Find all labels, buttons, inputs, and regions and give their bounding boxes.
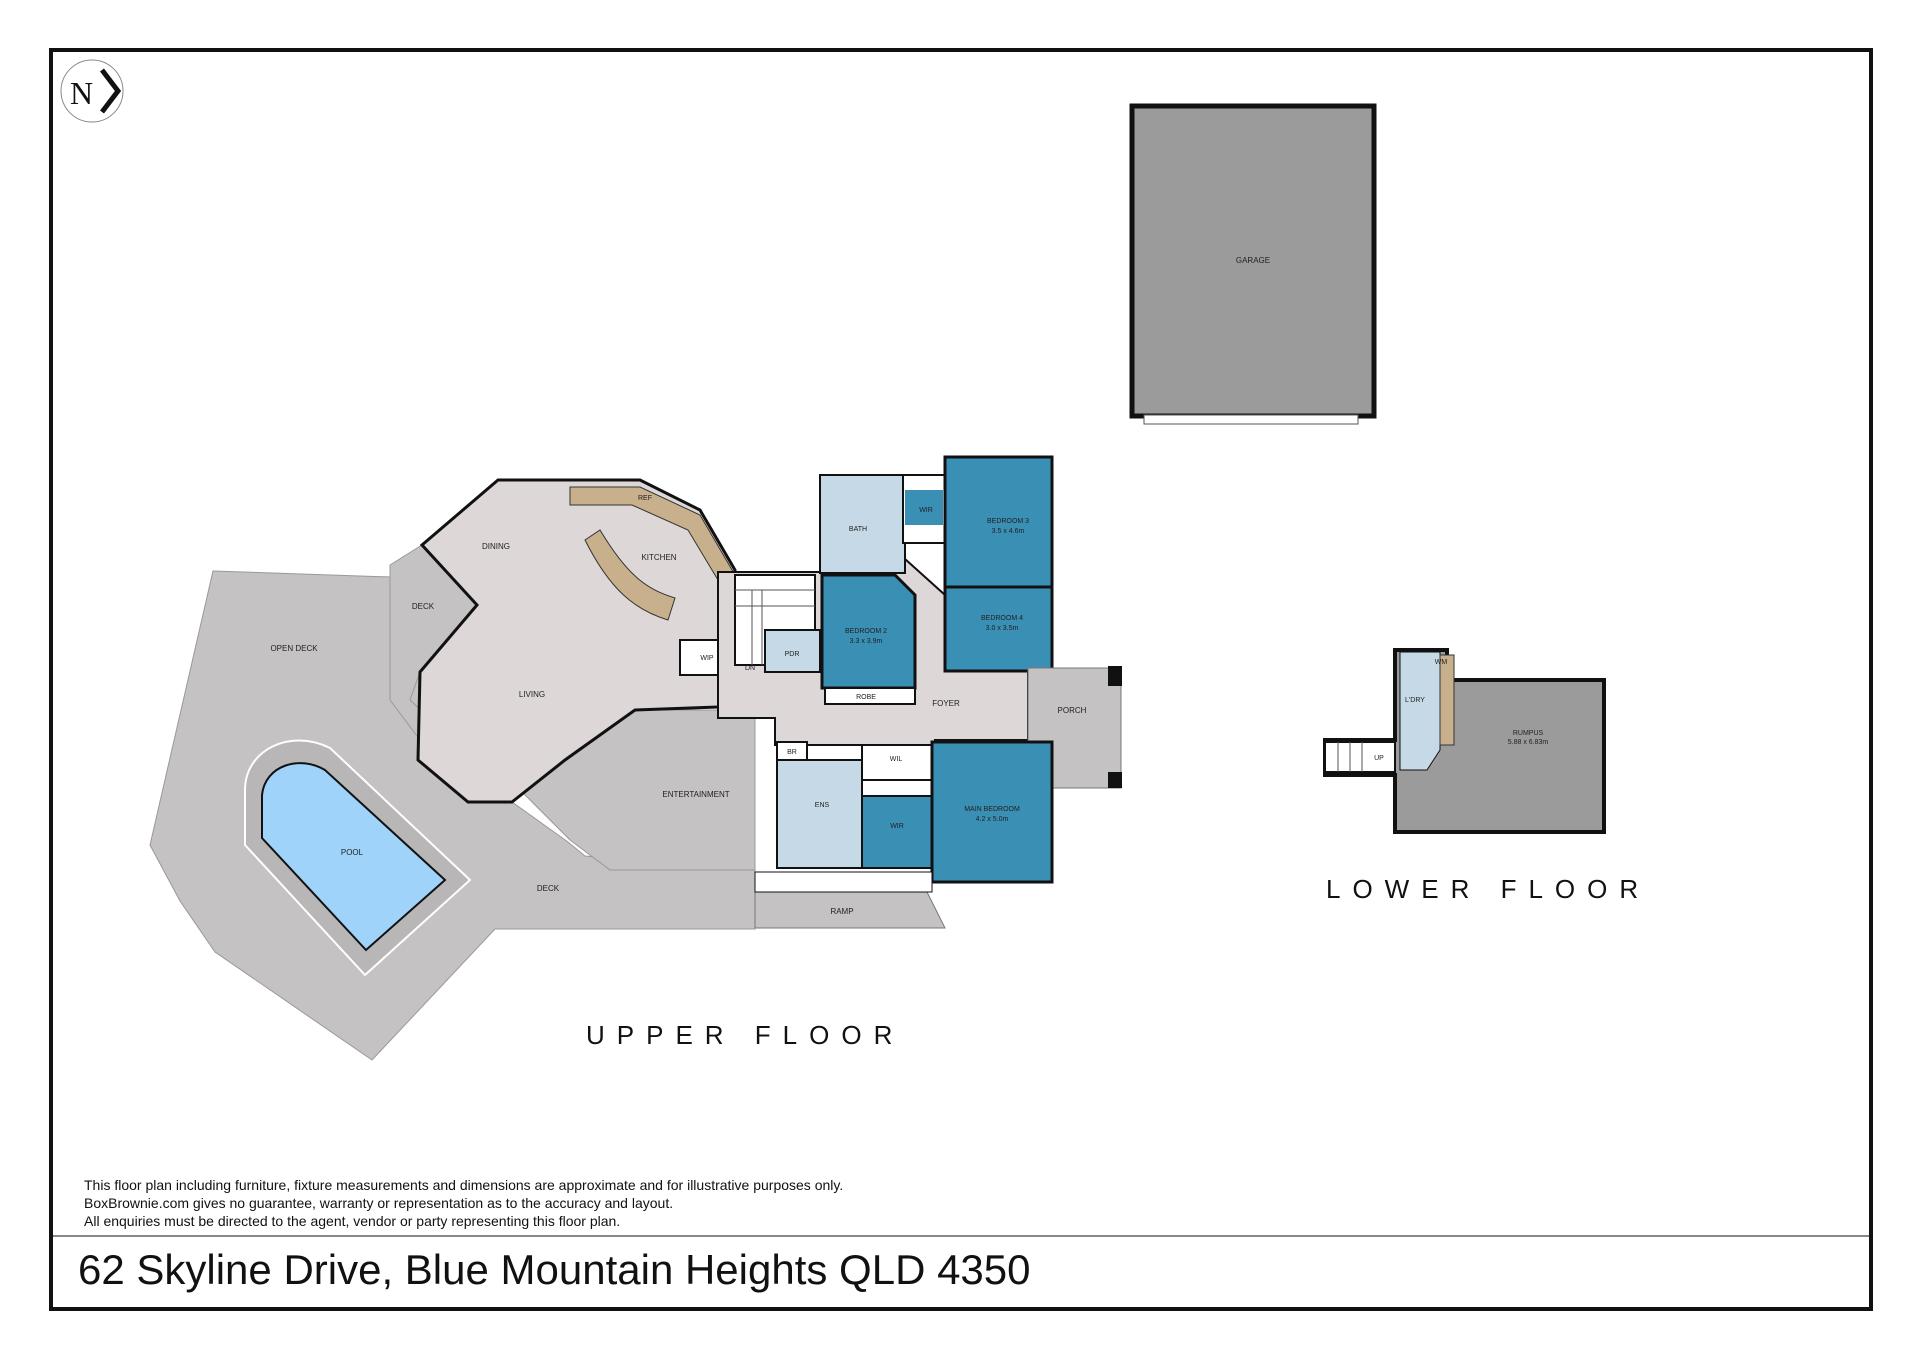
garage-label: GARAGE (1236, 256, 1270, 265)
up-label: UP (1374, 755, 1384, 762)
robe-room (824, 687, 916, 705)
main-bedroom-name: MAIN BEDROOM (964, 806, 1020, 813)
entertainment-label: ENTERTAINMENT (662, 790, 729, 799)
disclaimer-line-2: BoxBrownie.com gives no guarantee, warra… (84, 1195, 674, 1211)
bath-label: BATH (849, 526, 867, 533)
br-label: BR (787, 749, 797, 756)
main-bedroom-size: 4.2 x 5.0m (976, 816, 1009, 823)
ref-label: REF (638, 495, 652, 502)
bedroom-2-name: BEDROOM 2 (845, 628, 887, 635)
dining-label: DINING (482, 542, 510, 551)
bedroom-2 (820, 573, 917, 690)
north-arrow-icon: N (60, 59, 124, 123)
rumpus-size: 5.88 x 6.83m (1508, 739, 1549, 746)
bedroom-4-size: 3.0 x 3.5m (986, 625, 1019, 632)
garage: GARAGE (1129, 103, 1377, 425)
porch-label: PORCH (1058, 706, 1087, 715)
kitchen-label: KITCHEN (641, 553, 676, 562)
living-label: LIVING (519, 690, 545, 699)
disclaimer-line-1: This floor plan including furniture, fix… (84, 1177, 844, 1193)
pdr-room (764, 629, 821, 673)
pdr-label: PDR (785, 651, 800, 658)
bedroom-4 (943, 585, 1054, 673)
kitchen-bench (584, 529, 676, 621)
disclaimer: This floor plan including furniture, fix… (84, 1176, 843, 1230)
ldry-label: L'DRY (1405, 697, 1425, 704)
disclaimer-line-3: All enquiries must be directed to the ag… (84, 1213, 621, 1229)
dn-label: DN (745, 665, 755, 672)
pool: POOL (244, 739, 472, 977)
pool-label: POOL (341, 848, 364, 857)
upper-floor-label: UPPER FLOOR (586, 1020, 904, 1050)
lower-floor-label: LOWER FLOOR (1326, 874, 1650, 904)
lower-floor: L'DRY WM UP RUMPUS 5.88 x 6.83m (1323, 648, 1606, 834)
wir-main-room (861, 795, 933, 869)
main-bedroom (930, 740, 1054, 884)
foyer-label: FOYER (932, 699, 960, 708)
wil-label: WIL (890, 756, 903, 763)
open-deck-label: OPEN DECK (270, 644, 318, 653)
wip-room (679, 639, 723, 676)
ens-label: ENS (815, 802, 830, 809)
bedroom-2-size: 3.3 x 3.9m (850, 638, 883, 645)
wir-main-label: WIR (890, 823, 904, 830)
bedroom-3 (943, 455, 1054, 589)
rumpus-name: RUMPUS (1513, 730, 1544, 737)
deck-small-label: DECK (412, 602, 435, 611)
bedroom-3-name: BEDROOM 3 (987, 518, 1029, 525)
wip-label: WIP (700, 655, 714, 662)
bath-room (819, 474, 906, 574)
bedroom-3-size: 3.5 x 4.6m (992, 528, 1025, 535)
property-address: 62 Skyline Drive, Blue Mountain Heights … (78, 1246, 1031, 1293)
deck-label: DECK (537, 884, 560, 893)
bedroom-4-name: BEDROOM 4 (981, 615, 1023, 622)
ens-room (776, 759, 863, 869)
compass-letter: N (70, 75, 93, 111)
ramp-label: RAMP (830, 907, 853, 916)
robe-label: ROBE (856, 694, 876, 701)
wir-bed3-label: WIR (919, 507, 933, 514)
wm-label: WM (1435, 659, 1448, 666)
living-dining-area (416, 478, 737, 804)
